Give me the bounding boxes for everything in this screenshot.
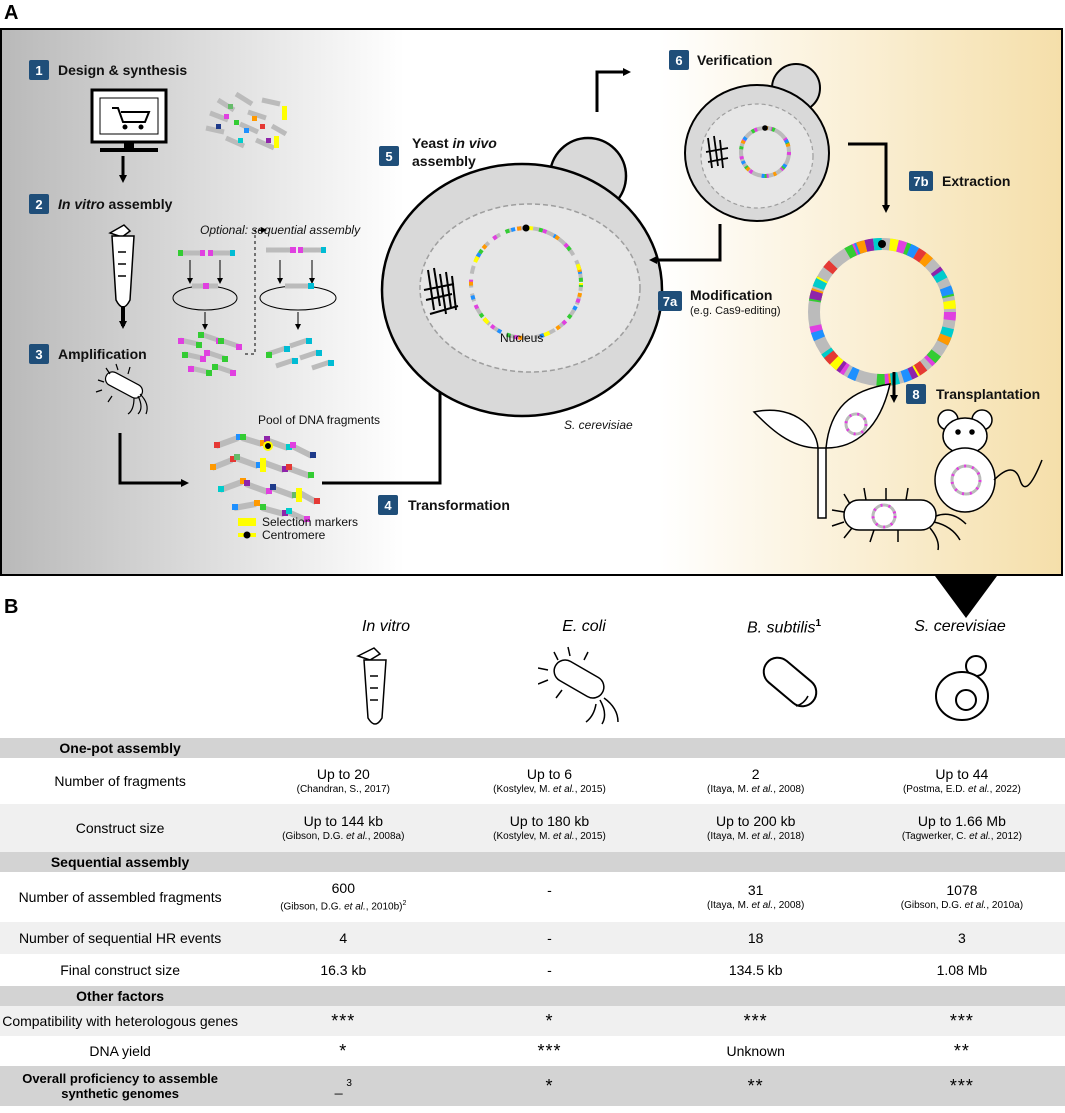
svg-text:6: 6 <box>675 53 682 68</box>
step-5-label-line2: assembly <box>412 153 476 169</box>
yeast-cell-verification <box>684 63 830 222</box>
svg-text:3: 3 <box>35 347 42 362</box>
comparison-table: One-pot assembly Number of fragments Up … <box>0 738 1065 1106</box>
step-7b: 7b Extraction <box>909 171 1010 191</box>
section-one-pot: One-pot assembly <box>0 738 1065 758</box>
row-compatibility: Compatibility with heterologous genes **… <box>0 1006 1065 1036</box>
col-head-b-subtilis: B. subtilis1 <box>746 618 822 637</box>
section-sequential: Sequential assembly <box>0 852 1065 872</box>
step-5-label-line1: Yeast in vivo <box>412 135 497 151</box>
row-number-of-fragments: Number of fragments Up to 20(Chandran, S… <box>54 766 1021 795</box>
row-assembled-fragments: Number of assembled fragments 600(Gibson… <box>18 880 1024 913</box>
step-3-label: Amplification <box>58 346 147 362</box>
step-4-label: Transformation <box>408 497 510 513</box>
svg-text:8: 8 <box>912 387 919 402</box>
step-7a-sublabel: (e.g. Cas9-editing) <box>690 305 781 317</box>
species-label: S. cerevisiae <box>564 418 633 432</box>
row-final-size: Final construct size 16.3 kb - 134.5 kb … <box>60 962 988 978</box>
pool-label: Pool of DNA fragments <box>258 413 380 427</box>
step-7b-label: Extraction <box>942 173 1010 189</box>
legend: Selection markers Centromere <box>238 515 358 542</box>
badge-1 <box>29 60 49 80</box>
step-7a-label: Modification <box>690 287 772 303</box>
badge-1-num: 1 <box>35 63 42 78</box>
panel-a-figure: 1 Design & synthesis <box>0 28 1063 576</box>
legend-centromere-label: Centromere <box>262 528 326 542</box>
bacterium-icon-large <box>831 487 967 551</box>
pointer-triangle <box>935 576 997 618</box>
panel-b-letter: B <box>4 596 19 618</box>
row-hr-events: Number of sequential HR events 4 - 18 3 <box>0 922 1065 954</box>
panel-a-letter: A <box>4 2 19 24</box>
step-8: 8 Transplantation <box>906 384 1040 404</box>
step-3: 3 Amplification <box>29 344 147 364</box>
tube-icon <box>356 647 387 725</box>
row-construct-size: Construct size Up to 144 kb(Gibson, D.G.… <box>0 804 1065 852</box>
step-2-label: In vitro assembly <box>58 196 173 212</box>
col-head-in-vitro: In vitro <box>361 618 410 635</box>
extracted-chromosome-ring <box>808 238 956 386</box>
step-7a: 7a Modification (e.g. Cas9-editing) <box>658 287 781 317</box>
svg-text:4: 4 <box>384 498 392 513</box>
svg-text:7a: 7a <box>663 294 678 309</box>
panel-b: In vitro E. coli B. subtilis1 S. cerevis… <box>0 600 1065 1113</box>
row-dna-yield: DNA yield * *** Unknown ** <box>89 1040 970 1061</box>
computer-icon <box>90 88 168 152</box>
yeast-icon <box>935 655 989 721</box>
plant-icon <box>752 383 891 519</box>
step-6-label: Verification <box>697 52 772 68</box>
svg-text:2: 2 <box>35 197 42 212</box>
optional-sequential-label: Optional: sequential assembly <box>200 223 361 237</box>
mouse-icon <box>934 409 1043 513</box>
legend-selection-label: Selection markers <box>262 515 358 529</box>
step-8-label: Transplantation <box>936 386 1040 402</box>
step-1-label: Design & synthesis <box>58 62 187 78</box>
legend-selection-swatch <box>238 518 256 526</box>
section-other: Other factors <box>0 986 1065 1006</box>
dna-pool-icon <box>210 434 320 523</box>
svg-text:7b: 7b <box>913 174 928 189</box>
nucleus-label: Nucleus <box>500 331 543 345</box>
e-coli-icon <box>538 646 619 725</box>
bacterium-icon <box>95 363 148 415</box>
sequential-assembly-diagram <box>172 227 337 376</box>
step-1: 1 Design & synthesis <box>29 60 187 80</box>
step-5: 5 Yeast in vivo assembly <box>379 135 497 169</box>
svg-text:5: 5 <box>385 149 392 164</box>
yeast-cell-large: Nucleus <box>380 136 664 418</box>
step-4: 4 Transformation <box>378 495 510 515</box>
b-subtilis-icon <box>762 656 818 708</box>
step-6: 6 Verification <box>669 50 772 70</box>
synthesized-fragments <box>205 91 288 151</box>
col-head-e-coli: E. coli <box>562 618 606 635</box>
row-overall: Overall proficiency to assemble syntheti… <box>0 1066 1065 1106</box>
col-head-s-cerevisiae: S. cerevisiae <box>914 618 1006 635</box>
nucleus <box>419 203 641 373</box>
tube-icon <box>108 224 135 308</box>
step-2: 2 In vitro assembly <box>29 194 173 214</box>
legend-centromere-swatch <box>243 531 251 539</box>
